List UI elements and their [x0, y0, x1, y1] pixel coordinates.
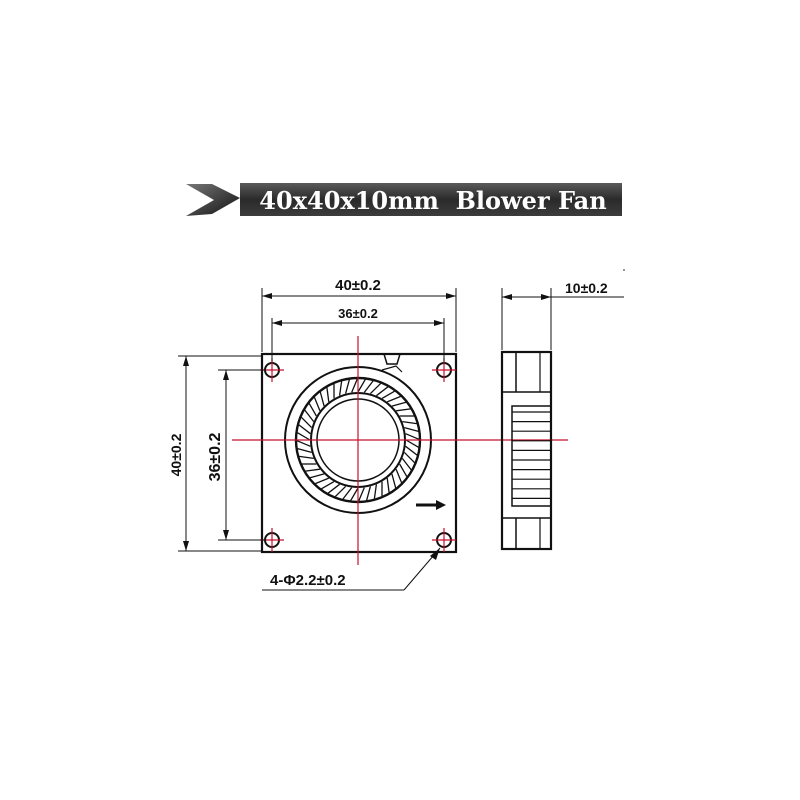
impeller-blade	[315, 477, 330, 485]
impeller-blade	[381, 390, 395, 399]
impeller-blade	[363, 380, 374, 393]
impeller-blade	[399, 463, 408, 477]
impeller-blade	[305, 468, 320, 472]
side-view	[500, 350, 553, 551]
impeller-blade	[342, 487, 353, 500]
impeller-blade	[405, 445, 418, 456]
dim-overall-width: 40±0.2	[335, 277, 381, 294]
impeller-blades	[296, 378, 420, 502]
impeller-blade	[386, 395, 401, 403]
impeller-blade	[327, 483, 340, 494]
dim-overall-height: 40±0.2	[168, 433, 184, 476]
dim-mounting-holes: 4-Φ2.2±0.2	[270, 572, 346, 589]
impeller-blade	[373, 484, 378, 499]
impeller-blade	[405, 439, 419, 448]
impeller-blade	[405, 433, 420, 440]
outlet-grille	[512, 411, 551, 499]
impeller-blade	[357, 379, 366, 393]
impeller-blade	[309, 473, 325, 479]
impeller-blade	[404, 426, 419, 433]
fan-body-outline	[260, 352, 458, 554]
impeller-blade	[334, 485, 347, 498]
rotation-direction-arrow	[416, 500, 446, 510]
impeller-blade	[321, 481, 335, 490]
impeller-blade	[351, 378, 358, 393]
front-view	[260, 352, 458, 554]
impeller-blade	[297, 447, 312, 454]
impeller-blade	[376, 386, 389, 397]
impeller-blade	[308, 403, 317, 417]
impeller-blade	[403, 451, 416, 464]
impeller-blade	[344, 379, 351, 394]
impeller-blade	[313, 397, 321, 412]
dimension-lines	[178, 288, 457, 591]
impeller-blade	[319, 391, 325, 407]
chevron-arrow-icon	[186, 184, 240, 216]
impeller-blade	[350, 487, 359, 501]
impeller-blade	[369, 382, 382, 395]
impeller-blade	[338, 381, 343, 396]
dim-thickness: 10±0.2	[565, 280, 608, 296]
impeller-blade	[396, 408, 411, 412]
dim-hole-spacing-x: 36±0.2	[338, 306, 378, 321]
impeller-blade	[401, 458, 412, 471]
impeller-blade	[304, 409, 315, 422]
impeller-blade	[395, 468, 403, 483]
impeller-blade	[365, 486, 372, 501]
impeller-blade	[299, 455, 314, 460]
impeller-blade	[386, 478, 390, 493]
impeller-blade	[296, 440, 311, 447]
impeller-blade	[300, 416, 313, 429]
title-banner: 40x40x10mm Blower Fan	[186, 183, 622, 216]
impeller-blade	[391, 473, 397, 489]
impeller-blade	[391, 401, 407, 407]
impeller-blade	[402, 420, 417, 425]
dim-hole-spacing-y: 36±0.2	[207, 432, 224, 481]
page-title: 40x40x10mm Blower Fan	[259, 186, 606, 215]
cable-notch	[383, 353, 401, 365]
impeller-blade	[358, 487, 365, 502]
impeller-blade	[297, 432, 311, 441]
impeller-blade	[326, 387, 330, 402]
impeller-blade	[298, 424, 311, 435]
thickness-dimension	[501, 269, 625, 350]
side-outlet	[511, 405, 552, 507]
title-banner-bar	[240, 183, 622, 216]
